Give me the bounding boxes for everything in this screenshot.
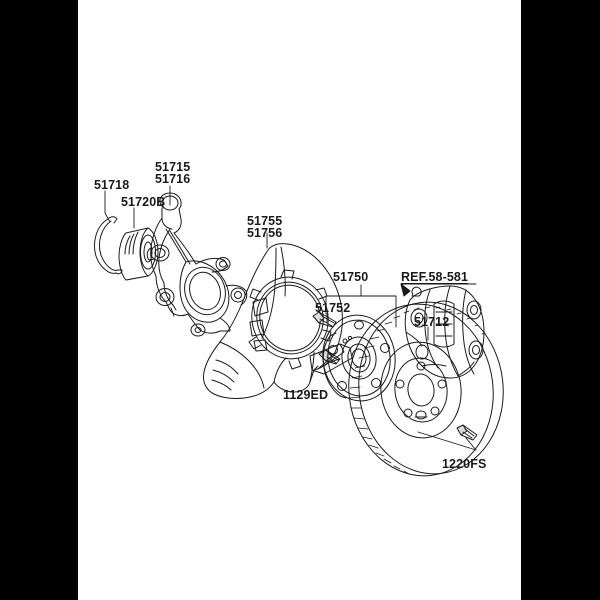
wheel-bearing-51720b: [118, 227, 159, 281]
callout-51756: 51756: [247, 226, 283, 240]
snap-ring-51718: [94, 216, 123, 275]
brake-dust-cover-51755-51756: [203, 243, 353, 399]
callout-1129ed: 1129ED: [283, 388, 329, 402]
callout-51750: 51750: [333, 270, 369, 284]
disc-screw-1220FS: [456, 424, 478, 441]
letterbox-right: [521, 0, 600, 600]
callout-51718: 51718: [94, 178, 130, 192]
callout-51752: 51752: [315, 301, 351, 315]
wheel-stud-51752: [312, 311, 337, 328]
diagram-artboard: [78, 0, 521, 600]
letterbox-left: [0, 0, 78, 600]
callout-51716: 51716: [155, 172, 191, 186]
ref-arrowhead: [400, 283, 411, 297]
brake-disc-51712: [348, 301, 504, 477]
callout-51712: 51712: [414, 315, 450, 329]
callout-51755: 51755: [247, 214, 283, 228]
callout-51720b: 51720B: [121, 195, 166, 209]
callout-ref-58-581: REF.58-581: [401, 270, 469, 284]
vane-hatching: [349, 306, 486, 475]
callout-51715: 51715: [155, 160, 191, 174]
callout-1220fs: 1220FS: [442, 457, 487, 471]
steering-knuckle-51715-51716: [146, 192, 248, 337]
wheel-hub-51750: [322, 314, 396, 402]
brake-caliper-assembly: [404, 285, 485, 379]
